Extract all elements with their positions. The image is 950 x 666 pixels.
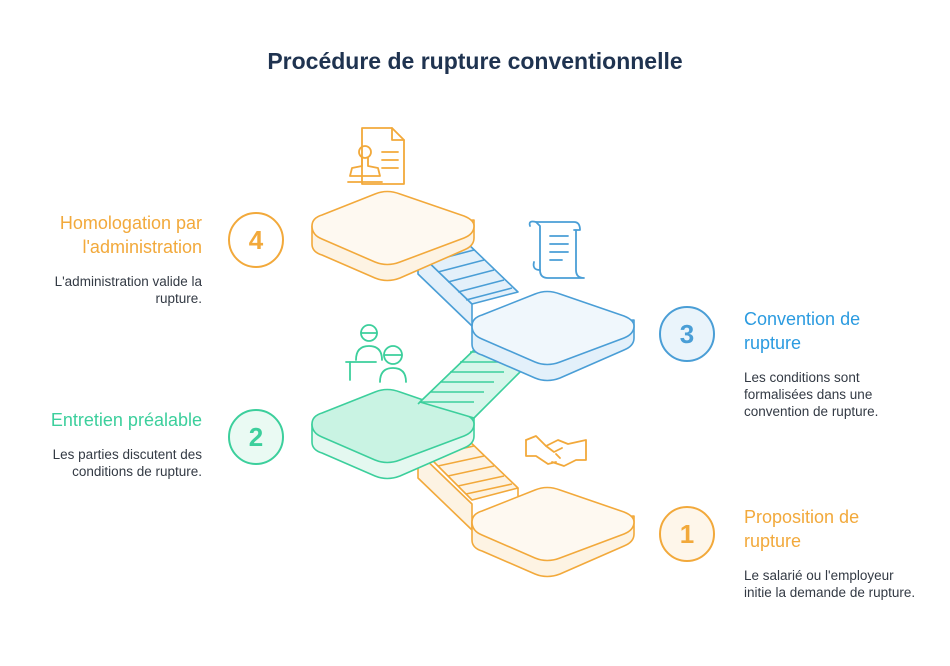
meeting-people-icon [345, 324, 407, 383]
platform-3 [471, 290, 635, 382]
step-1-badge: 1 [659, 506, 715, 562]
step-1-heading: Proposition de rupture [744, 507, 860, 551]
platform-1 [471, 486, 635, 578]
step-4-heading: Homologation par l'administration [59, 213, 202, 257]
step-3-heading: Convention de rupture [744, 309, 861, 353]
page-title: Procédure de rupture conventionnelle [267, 48, 683, 74]
step-2-badge: 2 [228, 409, 284, 465]
platform-4 [311, 190, 475, 282]
step-4-description: L'administration valide la rupture. [54, 274, 202, 306]
handshake-icon [525, 435, 587, 467]
step-3-badge: 3 [659, 306, 715, 362]
step-1-description: Le salarié ou l'employeur initie la dema… [744, 568, 916, 600]
step-2-description: Les parties discutent des conditions de … [52, 447, 202, 479]
step-4-badge: 4 [228, 212, 284, 268]
scroll-document-icon [528, 220, 585, 279]
step-2-heading: Entretien préalable [50, 410, 202, 430]
platform-2 [311, 388, 475, 480]
step-3-description: Les conditions sont formalisées dans une… [744, 370, 879, 419]
stamp-document-icon [347, 127, 405, 185]
